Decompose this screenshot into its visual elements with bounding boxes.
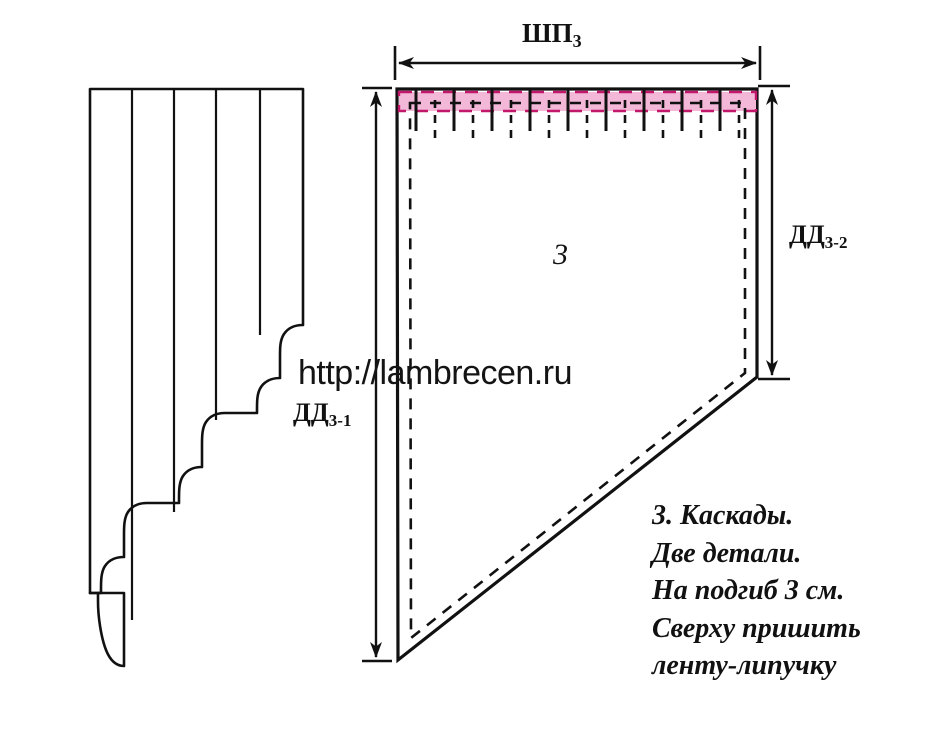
dimension-top-label-base: ШП [522, 18, 573, 48]
dimension-left-label-subscript: 3-1 [328, 411, 352, 430]
velcro-tape-outline [397, 90, 758, 113]
note-line: Две детали. [652, 537, 802, 569]
cascade-tail [96, 591, 126, 668]
pattern-piece-number: 3 [553, 238, 568, 271]
note-line: На подгиб 3 см. [652, 575, 845, 607]
watermark-url: http://lambrecen.ru [298, 354, 572, 392]
note-line: 3. Каскады. [652, 500, 794, 531]
dimension-top-label: ШП3 [522, 18, 582, 51]
pattern-piece-outline [395, 87, 759, 664]
dimension-left-label: ДД3-1 [293, 398, 352, 430]
dimension-right-label-subscript: 3-2 [824, 233, 848, 252]
cascade-finished-view [88, 87, 305, 668]
pleat-tick-marks-dashed [433, 100, 741, 138]
cascade-pattern-piece [395, 87, 759, 664]
cascade-outline [88, 87, 305, 595]
dimension-top-width [393, 46, 762, 80]
pattern-notes: 3. Каскады. Две детали. На подгиб 3 см. … [652, 497, 940, 685]
note-line: Сверху пришить [652, 612, 861, 644]
note-line: ленту-липучку [652, 650, 837, 682]
seam-allowance-line [408, 101, 747, 641]
pleat-tick-marks-long [414, 89, 722, 131]
dimension-left-label-base: ДД [293, 398, 329, 427]
dimension-right-length [758, 84, 790, 381]
velcro-tape-band [399, 92, 756, 111]
dimension-left-length [362, 86, 392, 663]
dimension-top-label-subscript: 3 [572, 31, 582, 51]
dimension-right-label: ДД3-2 [789, 220, 848, 252]
dimension-right-label-base: ДД [789, 220, 825, 249]
